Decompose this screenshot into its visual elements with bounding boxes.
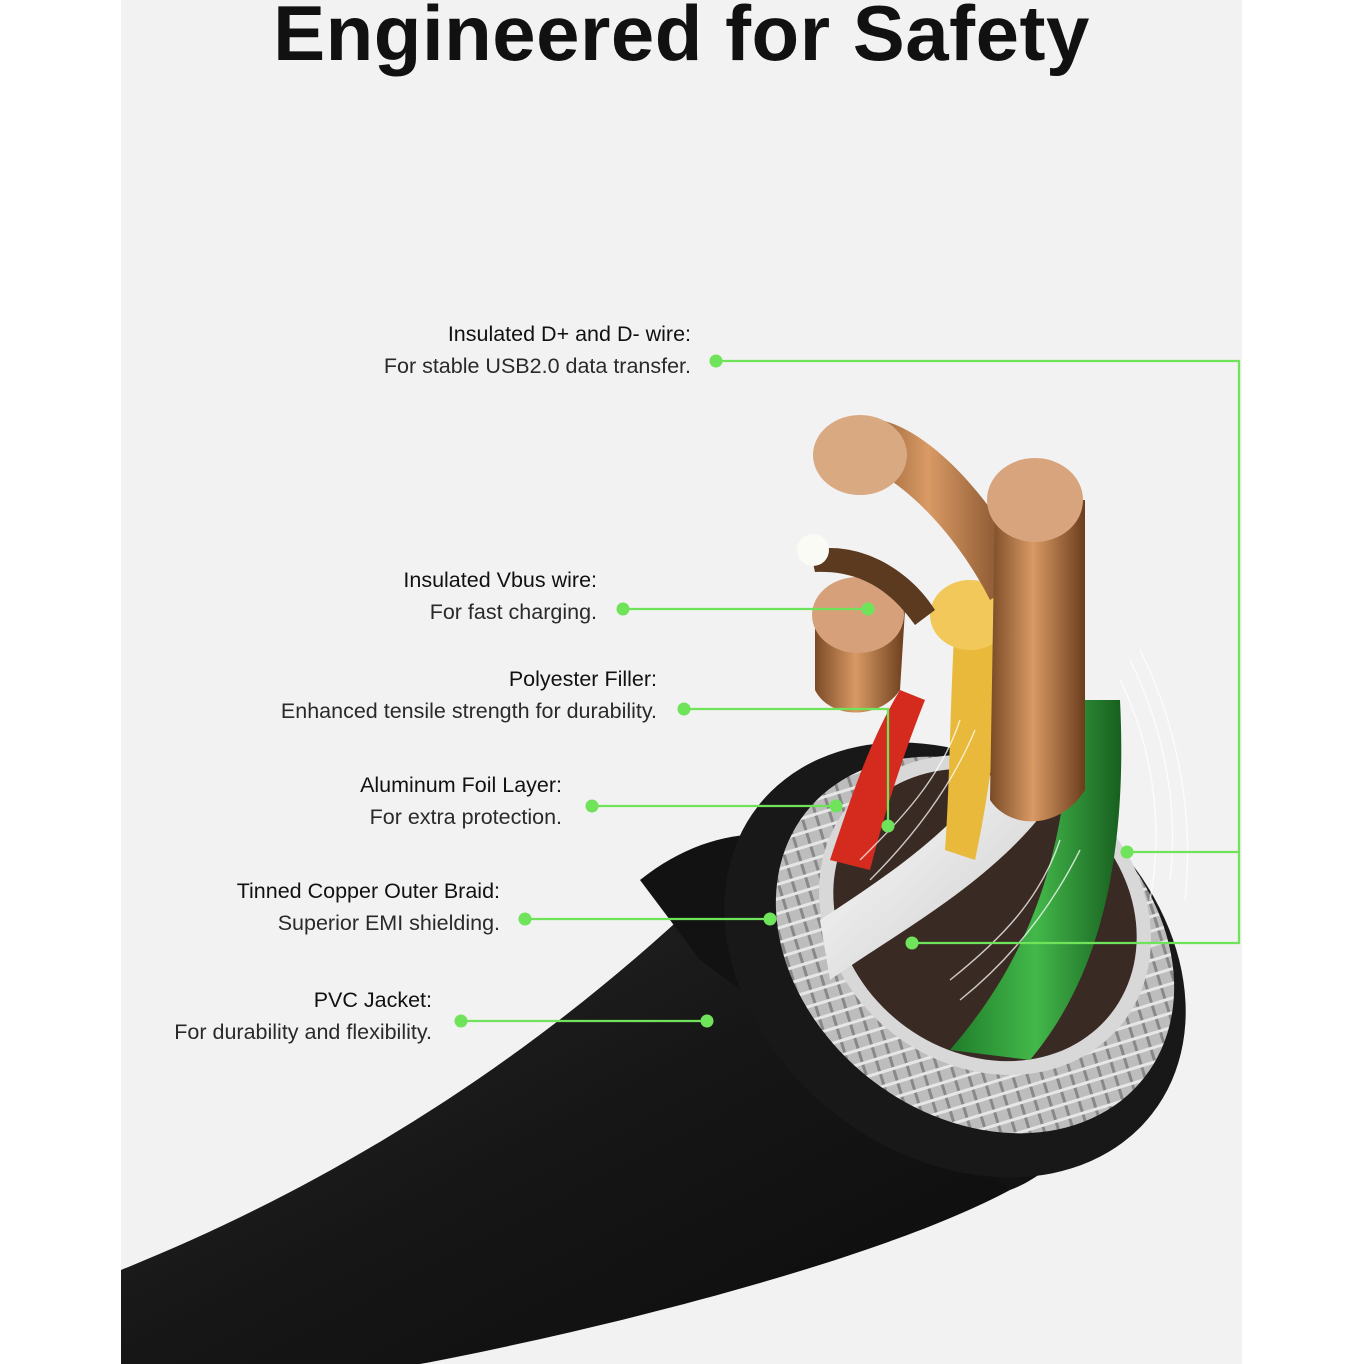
- callout-heading: Aluminum Foil Layer:: [360, 773, 562, 797]
- red-wire: [830, 690, 925, 870]
- callout-filler: Polyester Filler: Enhanced tensile stren…: [281, 663, 657, 727]
- callout-braid: Tinned Copper Outer Braid: Superior EMI …: [237, 875, 500, 939]
- leader-dots: [454, 354, 1134, 1028]
- callout-description: Superior EMI shielding.: [277, 911, 500, 935]
- callout-heading: Polyester Filler:: [508, 667, 657, 691]
- callout-data-wire: Insulated D+ and D- wire: For stable USB…: [384, 318, 691, 382]
- page-title: Engineered for Safety: [273, 0, 1090, 77]
- callout-dot-filler: [881, 819, 895, 833]
- callout-dot-white-wire: [905, 936, 919, 950]
- polyester-filler-fibers: [859, 649, 1189, 1001]
- callout-dot-foil-label: [585, 799, 599, 813]
- callout-heading: PVC Jacket:: [313, 988, 432, 1012]
- callout-dot-vbus-label: [616, 602, 630, 616]
- callout-description: For fast charging.: [429, 600, 597, 624]
- callout-dot-braid-label: [518, 912, 532, 926]
- callout-dot-jacket: [700, 1014, 714, 1028]
- callout-dot-jacket-label: [454, 1014, 468, 1028]
- callout-heading: Insulated Vbus wire:: [403, 568, 597, 592]
- callout-dot-filler-label: [677, 702, 691, 716]
- callout-heading: Insulated D+ and D- wire:: [447, 322, 691, 346]
- callout-description: For durability and flexibility.: [174, 1020, 432, 1044]
- copper-conductor-right: [990, 500, 1085, 822]
- callout-foil: Aluminum Foil Layer: For extra protectio…: [360, 769, 562, 833]
- callout-jacket: PVC Jacket: For durability and flexibili…: [174, 984, 432, 1048]
- callout-dot-data-wire: [709, 354, 723, 368]
- callout-description: Enhanced tensile strength for durability…: [280, 699, 657, 723]
- leader-lines: [461, 359, 1241, 1023]
- callout-dot-braid: [763, 912, 777, 926]
- callout-dot-foil: [829, 799, 843, 813]
- callout-heading: Tinned Copper Outer Braid:: [236, 879, 500, 903]
- yellow-wire: [945, 620, 1005, 860]
- callout-description: For stable USB2.0 data transfer.: [383, 354, 691, 378]
- diagram-panel: Engineered for Safety: [121, 0, 1242, 1364]
- callout-description: For extra protection.: [369, 805, 562, 829]
- callout-dot-green-wire: [1120, 845, 1134, 859]
- callout-vbus-wire: Insulated Vbus wire: For fast charging.: [403, 564, 597, 628]
- callout-dot-vbus-wire: [861, 602, 875, 616]
- white-wire: [820, 760, 1060, 980]
- cable-cross-section-illustration: [121, 354, 1241, 1364]
